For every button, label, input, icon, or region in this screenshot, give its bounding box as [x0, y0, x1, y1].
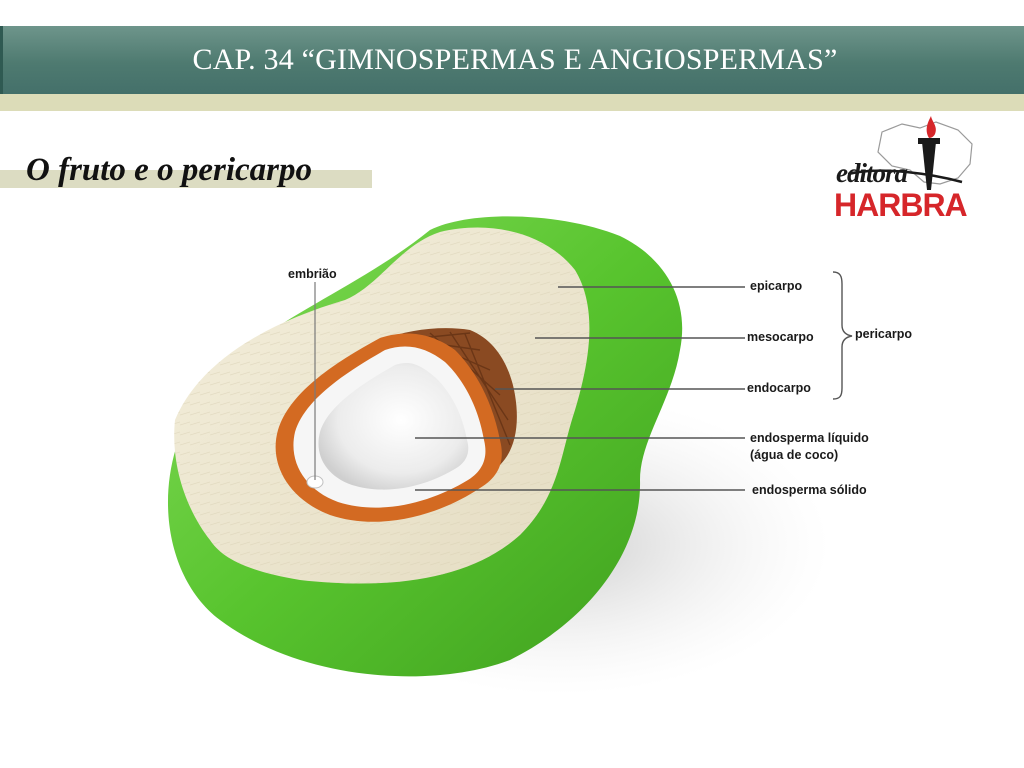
- pericarp-brace: [832, 271, 853, 400]
- logo-script-text: editora: [836, 158, 908, 188]
- label-mesocarp: mesocarpo: [747, 330, 814, 344]
- title-underline-strip: [0, 94, 1024, 111]
- logo-wordmark: HARBRA: [834, 187, 968, 223]
- label-solid-endosperm: endosperma sólido: [752, 483, 867, 497]
- label-embryo: embrião: [288, 267, 337, 281]
- harbra-logo-icon: [847, 116, 973, 190]
- slide-title: CAP. 34 “GIMNOSPERMAS E ANGIOSPERMAS”: [192, 43, 838, 76]
- slide-subtitle: O fruto e o pericarpo: [26, 152, 312, 188]
- label-endocarp: endocarpo: [747, 381, 811, 395]
- liquid-endosperm-cavity: [318, 362, 469, 490]
- label-epicarp: epicarpo: [750, 279, 803, 293]
- subtitle-highlight-band: [0, 170, 372, 188]
- label-liquid-endosperm: endosperma líquido: [750, 431, 869, 445]
- title-bar: CAP. 34 “GIMNOSPERMAS E ANGIOSPERMAS”: [0, 26, 1024, 94]
- label-pericarp: pericarpo: [855, 327, 912, 341]
- label-liquid-endosperm-note: (água de coco): [750, 448, 839, 462]
